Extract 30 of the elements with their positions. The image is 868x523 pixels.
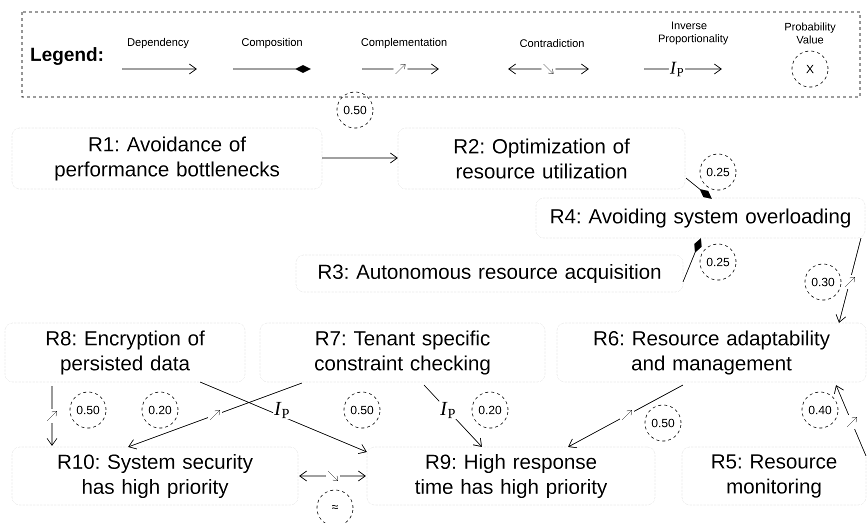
requirement-box: R10: System security has high priority (12, 446, 298, 506)
edge-label: I$_{P}$ (439, 400, 457, 420)
arrow (686, 178, 712, 199)
arrow (200, 382, 367, 454)
legend-heading: Legend: (31, 47, 102, 65)
requirement-box: R5: Resource monitoring (682, 446, 866, 506)
arrow (322, 152, 398, 164)
requirement-box: R7: Tenant specific constraint checking (260, 322, 546, 382)
arrow (45, 386, 59, 446)
requirement-box: R6: Resource adaptability and management (556, 322, 866, 382)
legend-label: Probability Value (785, 22, 836, 44)
legend-label: Complementation (361, 38, 446, 48)
arrow (299, 469, 366, 483)
requirement-box: R3: Autonomous resource acquisition (296, 254, 684, 292)
legend-label: Contradiction (520, 38, 584, 48)
arrow (424, 384, 482, 447)
arrow (568, 384, 684, 448)
requirement-box: R1: Avoidance of performance bottlenecks (12, 128, 322, 190)
requirement-box: R8: Encryption of persisted data (4, 322, 246, 382)
legend-label: Inverse Proportionality (658, 22, 728, 44)
arrow (836, 238, 862, 323)
arrow (834, 385, 866, 456)
arrow (682, 238, 702, 282)
legend-label: Dependency (128, 38, 189, 48)
requirement-box: R2: Optimization of resource utilization (398, 128, 686, 190)
requirement-box: R4: Avoiding system overloading (536, 198, 866, 238)
legend-label: Composition (242, 38, 302, 48)
arrow (128, 382, 302, 450)
requirement-box: R9: High response time has high priority (366, 446, 656, 506)
edge-label: I$_{P}$ (273, 400, 291, 420)
